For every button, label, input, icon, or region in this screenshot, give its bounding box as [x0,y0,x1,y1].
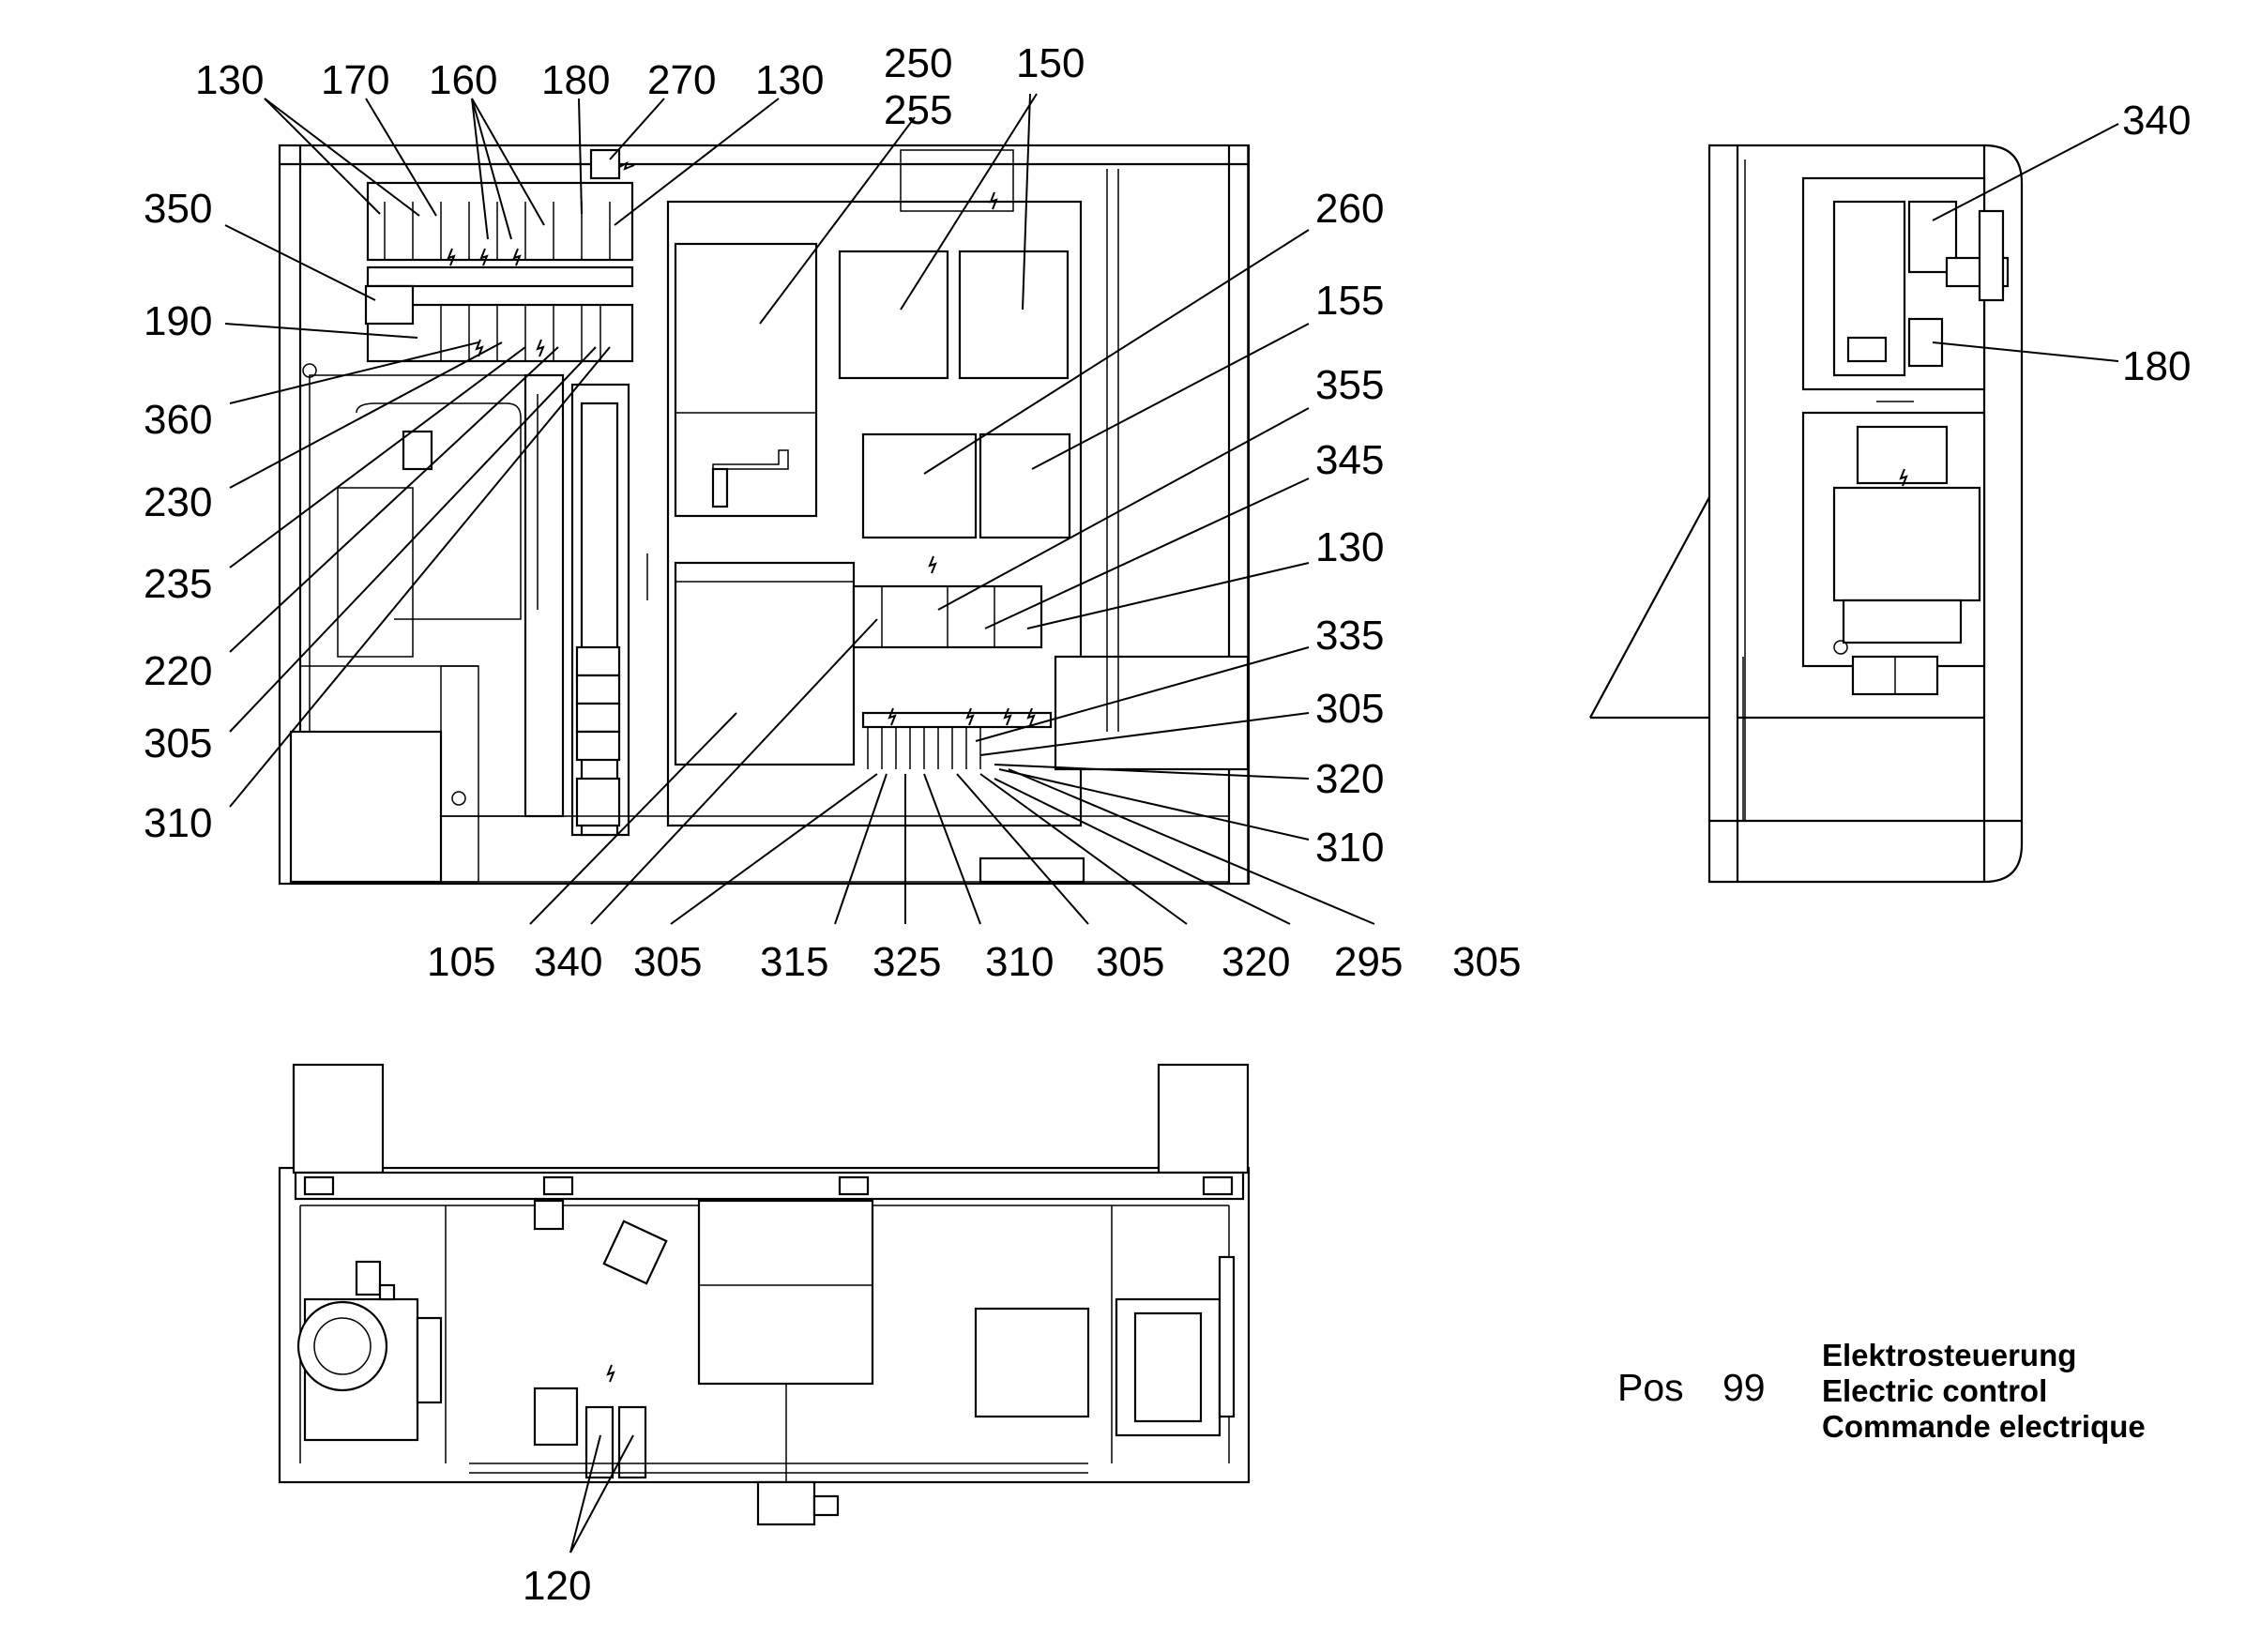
leader-lines-front [224,93,1375,925]
callout-label: 230 [144,479,212,525]
callouts-side: 340 180 [2122,98,2191,389]
front-view [278,144,1251,886]
callout-label: 340 [2122,98,2191,144]
callout-label: 270 [647,57,716,103]
callout-label: 170 [321,57,389,103]
callout-label: 295 [1334,939,1403,985]
callout-label: 310 [144,800,212,846]
callout-label: 150 [1016,40,1085,86]
callout-label: 235 [144,561,212,607]
callout-label: 105 [427,939,495,985]
caption-en: Electric control [1822,1373,2047,1408]
callout-label: 335 [1315,613,1384,659]
pos-number: 99 [1722,1366,1766,1409]
callout-label: 305 [144,720,212,766]
callout-label: 120 [523,1563,591,1609]
callout-label: 255 [884,87,952,133]
callout-label: 320 [1222,939,1290,985]
terminal-strip-middle [440,305,601,361]
callout-label: 350 [144,186,212,232]
callouts-front: 130 170 160 180 270 130 250 255 150 350 … [144,40,1521,985]
lightning-icon [447,161,1036,726]
callout-label: 305 [1096,939,1164,985]
callout-label: 130 [195,57,264,103]
callout-label: 325 [873,939,941,985]
caption-block: Pos 99 Elektrosteuerung Electric control… [1617,1338,2146,1444]
callout-label: 305 [633,939,702,985]
callout-label: 190 [144,298,212,344]
callout-label: 220 [144,648,212,694]
pos-label: Pos [1617,1366,1684,1409]
callout-label: 340 [534,939,602,985]
callout-label: 320 [1315,756,1384,802]
callout-label: 305 [1315,686,1384,732]
callout-label: 130 [1315,524,1384,570]
callout-label: 310 [985,939,1054,985]
caption-fr: Commande electrique [1822,1409,2146,1444]
callout-label: 130 [755,57,824,103]
leader-lines-top-view [569,1434,634,1553]
callout-label: 305 [1452,939,1521,985]
top-view [278,1063,1251,1526]
callout-label: 260 [1315,186,1384,232]
callout-label: 155 [1315,278,1384,324]
callout-label: 345 [1315,437,1384,483]
callout-label: 180 [541,57,610,103]
caption-de: Elektrosteuerung [1822,1338,2076,1372]
callout-label: 310 [1315,825,1384,871]
callout-label: 315 [760,939,828,985]
terminal-strip-top [384,202,611,260]
callout-label: 160 [429,57,497,103]
callout-label: 355 [1315,362,1384,408]
callouts-top-view: 120 [523,1563,591,1609]
terminal-strip-bottom [867,727,981,769]
callout-label: 250 [884,40,952,86]
callout-label: 180 [2122,343,2191,389]
callout-label: 360 [144,397,212,443]
leader-lines-side [1932,123,2119,362]
side-view [1589,144,2024,884]
